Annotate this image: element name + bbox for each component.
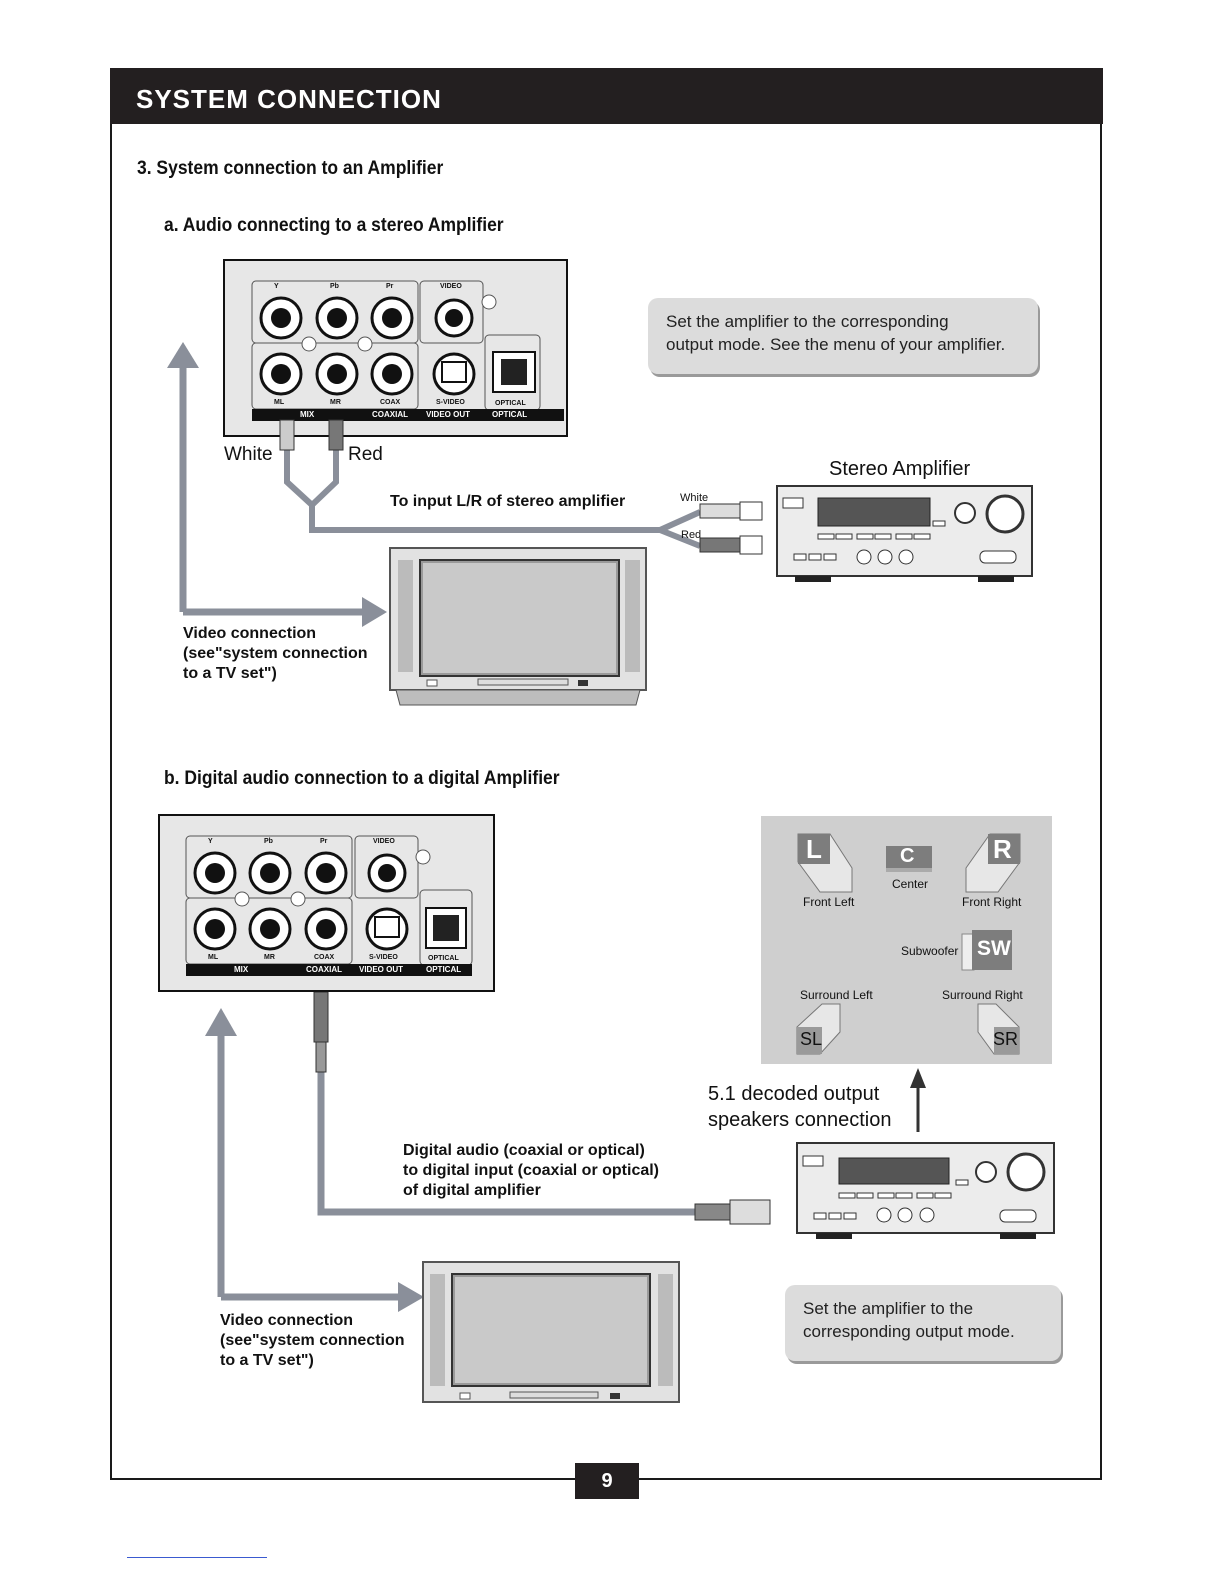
jack-label-svideo-b: S-VIDEO (369, 954, 398, 961)
speaker-label-front-left: Front Left (803, 895, 855, 909)
speaker-label-surround-left: Surround Left (800, 988, 873, 1002)
jack-label-mr-b: MR (264, 954, 275, 961)
jack-label-y-b: Y (208, 838, 213, 845)
group-mix-b: MIX (234, 965, 249, 974)
stereo-amplifier-label: Stereo Amplifier (829, 458, 971, 480)
group-optical-b: OPTICAL (426, 965, 462, 974)
page-title: SYSTEM CONNECTION (136, 84, 442, 114)
decoded-output-label: 5.1 decoded output speakers connection (708, 1081, 891, 1133)
note-line-1: Set the amplifier to the corresponding (666, 312, 949, 331)
video-connection-line-2: (see"system connection (183, 645, 368, 662)
jack-label-optical-b: OPTICAL (428, 955, 459, 962)
speaker-letter-l: L (806, 834, 822, 864)
plug-red-label: Red (681, 529, 702, 541)
digital-line-1: Digital audio (coaxial or optical) (403, 1142, 645, 1159)
jack-label-coax: COAX (380, 399, 401, 406)
note-stereo-mode: Set the amplifier to the corresponding o… (648, 298, 1038, 374)
note-b-line-1: Set the amplifier to the (803, 1299, 974, 1318)
speaker-letter-sr: SR (993, 1029, 1019, 1049)
group-coaxial: COAXIAL (372, 410, 408, 419)
group-video-out: VIDEO OUT (426, 410, 471, 419)
decoded-line-2: speakers connection (708, 1109, 892, 1131)
decoded-line-1: 5.1 decoded output (708, 1083, 880, 1105)
video-connection-b: Video connection (see"system connection … (220, 1311, 405, 1371)
video-connection-line-3: to a TV set") (183, 665, 277, 682)
input-lr-label: To input L/R of stereo amplifier (390, 493, 626, 510)
page-number: 9 (575, 1463, 639, 1499)
group-coaxial-b: COAXIAL (306, 965, 342, 974)
video-connection-b-line-1: Video connection (220, 1312, 354, 1329)
plug-white-label: White (680, 492, 709, 504)
video-connection-b-line-3: to a TV set") (220, 1352, 314, 1369)
digital-audio-label: Digital audio (coaxial or optical) to di… (403, 1141, 659, 1201)
video-connection-b-line-2: (see"system connection (220, 1332, 405, 1349)
speaker-label-surround-right: Surround Right (942, 988, 1023, 1002)
jack-label-pb: Pb (330, 283, 339, 290)
speaker-letter-c: C (900, 845, 915, 867)
jack-label-video-b: VIDEO (373, 838, 395, 845)
section-a-title: a. Audio connecting to a stereo Amplifie… (164, 215, 504, 236)
group-video-out-b: VIDEO OUT (359, 965, 404, 974)
jack-label-optical: OPTICAL (495, 400, 526, 407)
note-digital-mode: Set the amplifier to the corresponding o… (785, 1285, 1061, 1361)
jack-label-ml: ML (274, 399, 285, 406)
note-b-line-2: corresponding output mode. (803, 1322, 1015, 1341)
speaker-letter-sw: SW (977, 937, 1011, 960)
jack-label-video: VIDEO (440, 283, 462, 290)
section-b-title: b. Digital audio connection to a digital… (164, 768, 560, 789)
red-cable-label: Red (348, 444, 383, 465)
speaker-letter-sl: SL (800, 1029, 823, 1049)
speaker-label-subwoofer: Subwoofer (901, 944, 959, 958)
jack-label-pb-b: Pb (264, 838, 273, 845)
group-mix: MIX (300, 410, 315, 419)
jack-label-coax-b: COAX (314, 954, 335, 961)
speaker-letter-r: R (993, 834, 1012, 864)
speaker-label-front-right: Front Right (962, 895, 1022, 909)
digital-line-2: to digital input (coaxial or optical) (403, 1162, 660, 1179)
jack-label-ml-b: ML (208, 954, 219, 961)
jack-label-pr-b: Pr (320, 838, 328, 845)
video-connection-line-1: Video connection (183, 625, 317, 642)
jack-label-y: Y (274, 283, 279, 290)
jack-label-svideo: S-VIDEO (436, 399, 465, 406)
header-bar (110, 68, 1103, 124)
digital-line-3: of digital amplifier (403, 1182, 541, 1199)
section-3-title: 3. System connection to an Amplifier (137, 158, 444, 179)
video-connection-a: Video connection (see"system connection … (183, 624, 368, 684)
footer-link-underline (127, 1557, 267, 1558)
jack-label-mr: MR (330, 399, 341, 406)
group-optical: OPTICAL (492, 410, 528, 419)
speaker-label-center: Center (892, 877, 929, 891)
jack-label-pr: Pr (386, 283, 394, 290)
note-line-2: output mode. See the menu of your amplif… (666, 335, 1006, 354)
white-cable-label: White (224, 444, 273, 465)
